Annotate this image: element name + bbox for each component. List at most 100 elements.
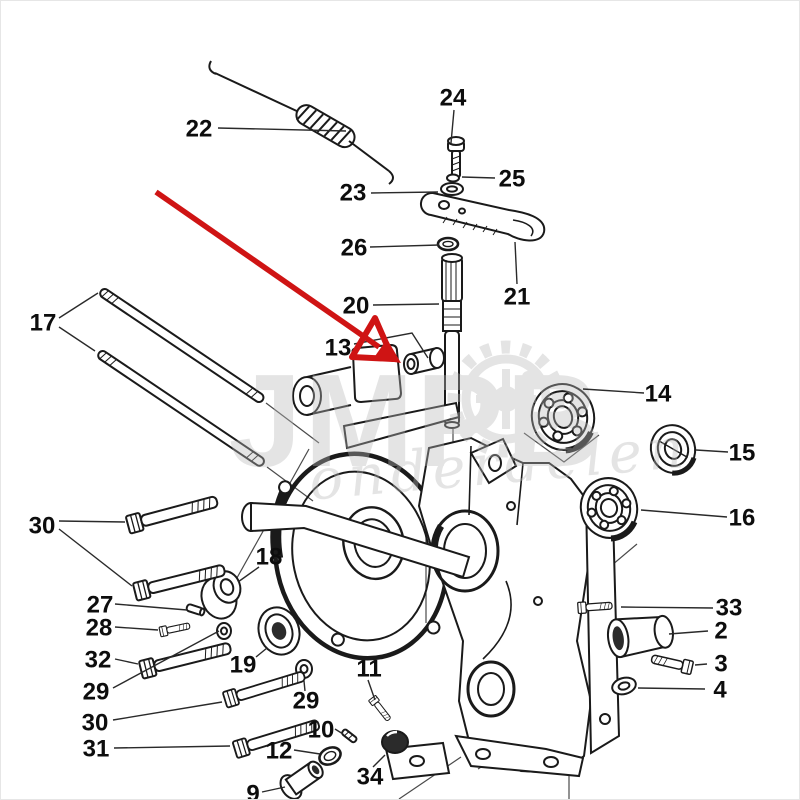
leader-line — [112, 630, 220, 689]
spring-22 — [208, 60, 394, 185]
bearing-16 — [579, 477, 639, 542]
leader-line — [293, 749, 321, 755]
leader-line — [637, 687, 706, 690]
leader-line — [303, 680, 306, 692]
leader-line — [261, 786, 286, 793]
part-callout-29-21: 29 — [293, 680, 320, 715]
part-label-33: 33 — [716, 595, 743, 622]
part-label-30: 30 — [82, 710, 109, 737]
leader-line — [112, 701, 223, 721]
leader-line — [217, 127, 347, 132]
part-callout-23-3: 23 — [340, 180, 439, 207]
part-callout-34-25: 34 — [357, 754, 386, 791]
part-label-28: 28 — [86, 615, 113, 642]
leader-line — [369, 244, 440, 248]
part-label-34: 34 — [357, 764, 384, 791]
part-label-30: 30 — [29, 513, 56, 540]
part-callout-26-4: 26 — [341, 235, 440, 262]
leader-line — [620, 606, 714, 609]
highlight-arrow-outline — [349, 315, 396, 362]
part-label-29: 29 — [293, 688, 320, 715]
part-label-12: 12 — [266, 738, 293, 765]
part-callout-33-27: 33 — [620, 595, 743, 622]
part-label-15: 15 — [729, 440, 756, 467]
lever-21 — [419, 191, 546, 242]
part-label-27: 27 — [87, 592, 114, 619]
part-callout-20-5: 20 — [343, 293, 440, 320]
leader-line — [237, 566, 260, 583]
leader-line — [668, 630, 709, 635]
part-label-19: 19 — [230, 652, 257, 679]
part-label-3: 3 — [714, 651, 727, 678]
part-label-24: 24 — [440, 85, 467, 112]
leader-line — [58, 528, 133, 587]
leader-line — [514, 241, 518, 285]
part-label-13: 13 — [325, 335, 352, 362]
part-callout-30-12: 30 — [29, 513, 133, 587]
leader-line — [113, 745, 231, 749]
part-callout-11-22: 11 — [356, 656, 382, 701]
oring-12 — [318, 746, 342, 766]
pin-10 — [341, 728, 358, 744]
part-callout-27-14: 27 — [87, 592, 188, 619]
part-callout-25-2: 25 — [461, 166, 526, 193]
leader-line — [372, 303, 440, 306]
highlight-arrow — [154, 189, 401, 363]
part-label-26: 26 — [341, 235, 368, 262]
part-label-16: 16 — [729, 505, 756, 532]
part-label-22: 22 — [186, 116, 213, 143]
part-callout-16-11: 16 — [640, 505, 756, 532]
leader-line — [334, 728, 344, 735]
gear-icon — [447, 340, 565, 458]
washer-23 — [440, 182, 464, 196]
part-label-9: 9 — [246, 781, 259, 800]
part-callout-31-19: 31 — [83, 736, 231, 763]
highlight-arrow-shaft — [154, 189, 381, 350]
part-label-17: 17 — [30, 310, 57, 337]
bolt-32 — [137, 638, 234, 680]
part-callout-9-26: 9 — [246, 781, 286, 800]
pin-27 — [185, 603, 206, 617]
part-label-25: 25 — [499, 166, 526, 193]
leader-line — [694, 663, 708, 666]
leader-line — [370, 191, 439, 194]
part-callout-18-13: 18 — [237, 544, 283, 583]
stud-17a — [99, 288, 265, 404]
part-callout-21-6: 21 — [504, 241, 531, 311]
watermark-brand: JMPB — [229, 347, 604, 494]
bolt-30a — [124, 491, 221, 535]
part-callout-10-23: 10 — [308, 717, 344, 744]
highlight-arrow-head — [373, 339, 401, 363]
leader-line — [114, 658, 139, 665]
part-label-20: 20 — [343, 293, 370, 320]
oring-26 — [436, 236, 460, 252]
part-label-2: 2 — [714, 618, 727, 645]
bolt-3 — [649, 651, 695, 676]
part-label-23: 23 — [340, 180, 367, 207]
part-callout-15-10: 15 — [695, 440, 756, 467]
plug-34 — [381, 730, 409, 754]
seal-19 — [257, 606, 301, 656]
washer-4 — [611, 676, 637, 696]
part-callout-3-29: 3 — [694, 651, 728, 678]
part-label-32: 32 — [85, 647, 112, 674]
part-callout-24-1: 24 — [440, 85, 467, 144]
part-label-18: 18 — [256, 544, 283, 571]
part-label-21: 21 — [504, 284, 531, 311]
washer-25 — [446, 173, 460, 183]
part-callout-29-17: 29 — [83, 630, 220, 706]
part-callout-28-15: 28 — [86, 615, 159, 642]
leader-line — [640, 509, 728, 518]
part-label-29: 29 — [83, 679, 110, 706]
leader-line — [58, 520, 126, 523]
leader-line — [367, 679, 376, 701]
bearing-14 — [530, 383, 596, 454]
leader-line — [695, 449, 729, 453]
screw-24 — [447, 136, 465, 178]
leader-line — [372, 754, 386, 768]
part-label-14: 14 — [645, 381, 672, 408]
leader-line — [114, 603, 188, 611]
